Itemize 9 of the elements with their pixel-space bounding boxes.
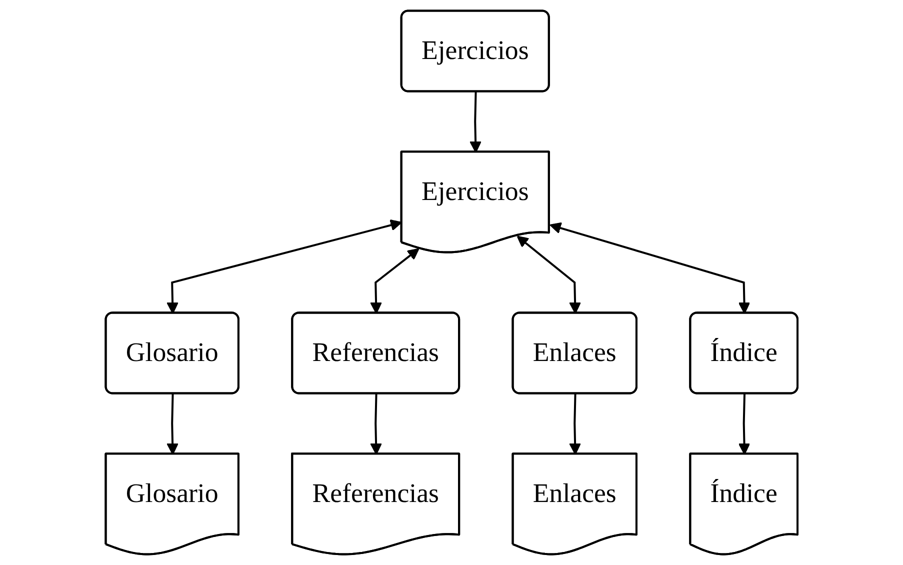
arrow xyxy=(549,222,750,314)
arrow xyxy=(738,394,750,455)
arrow xyxy=(470,92,482,153)
arrow xyxy=(370,394,382,455)
arrow xyxy=(516,236,581,314)
arrow xyxy=(569,394,581,455)
arrow xyxy=(370,248,420,314)
arrow xyxy=(166,394,178,455)
arrow xyxy=(166,219,402,314)
